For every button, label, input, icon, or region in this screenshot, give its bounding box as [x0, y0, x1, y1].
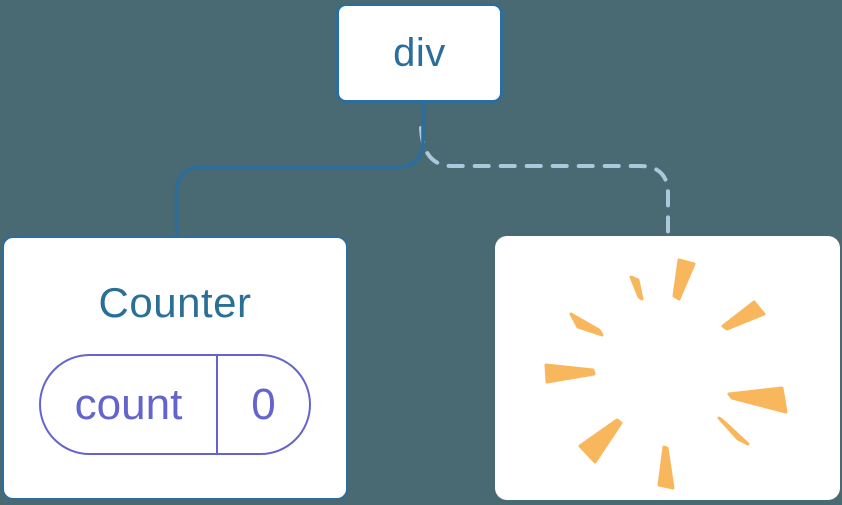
poof-ray — [629, 275, 644, 301]
poof-ray — [544, 363, 596, 384]
poof-ray — [657, 445, 675, 490]
state-pill-key-cell: count — [41, 356, 218, 453]
poof-starburst-icon — [544, 258, 788, 490]
poof-ray — [721, 300, 766, 331]
connector-solid-counter-child — [174, 101, 425, 237]
poof-ray — [578, 418, 623, 464]
div-node-label: div — [393, 30, 446, 75]
counter-title: Counter — [98, 279, 252, 326]
poof-ray — [672, 258, 696, 301]
tree-node-removed — [495, 236, 840, 500]
poof-ray — [569, 312, 604, 337]
tree-node-div: div — [336, 3, 503, 103]
poof-ray — [717, 416, 750, 446]
tree-node-counter: Counter count 0 — [2, 236, 348, 500]
state-key-label: count — [74, 379, 183, 429]
state-pill-value-cell: 0 — [218, 356, 309, 453]
poof-ray — [727, 386, 788, 414]
state-pill: count 0 — [39, 354, 311, 455]
connector-dashed-removed-child — [419, 126, 670, 240]
state-value-label: 0 — [251, 379, 276, 429]
